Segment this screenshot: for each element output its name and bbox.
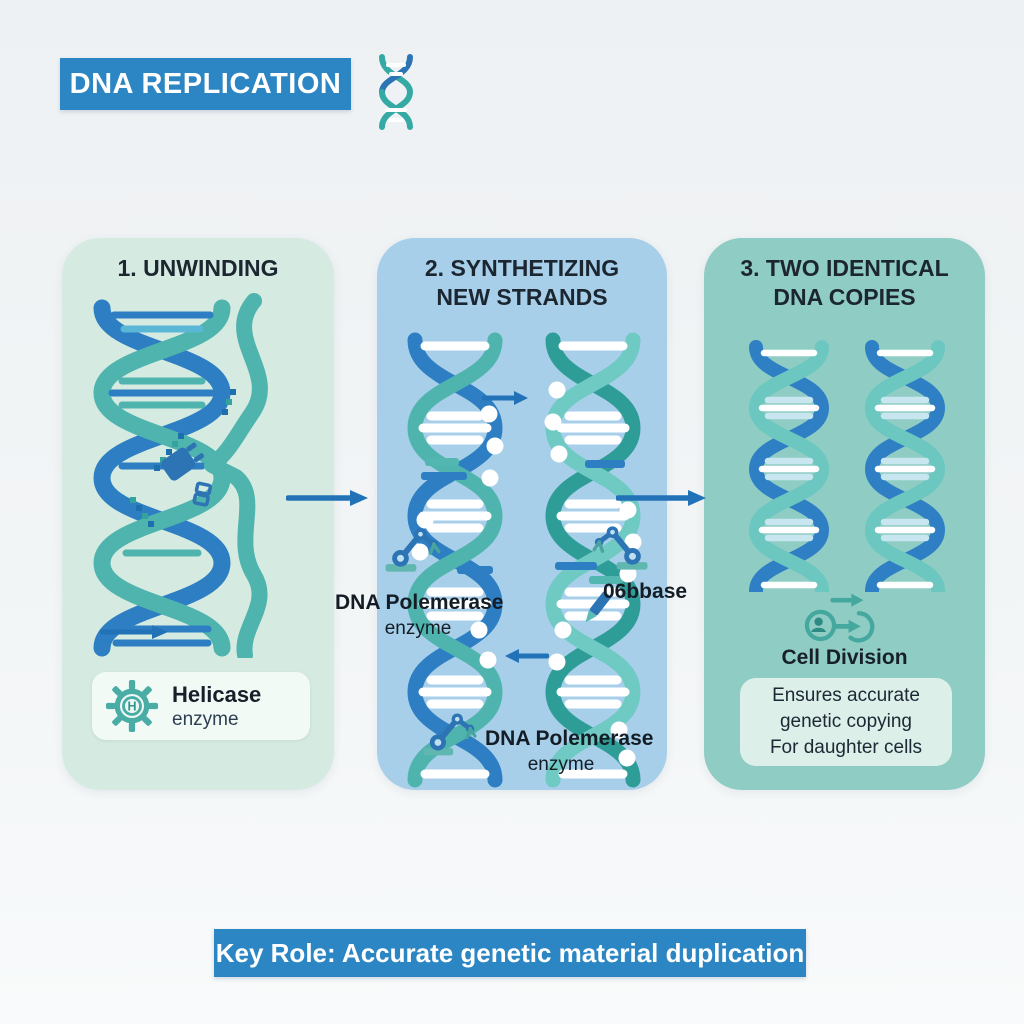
arrow-right-icon: [100, 625, 168, 639]
title-banner: DNA REPLICATION: [60, 58, 351, 110]
panel-two-copies: 3. TWO IDENTICAL DNA COPIES: [704, 238, 985, 790]
footer-banner: Key Role: Accurate genetic material dupl…: [214, 929, 806, 977]
panel1-title: 1. UNWINDING: [117, 255, 279, 281]
panel-synthetizing: 2. SYNTHETIZING NEW STRANDS: [335, 238, 687, 790]
polymerase-label-left: DNA Polemerase enzyme: [335, 591, 504, 639]
dna-copy-helix: [748, 340, 830, 592]
arrow-left-icon: [505, 649, 549, 663]
panel3-title: 3. TWO IDENTICAL DNA COPIES: [740, 255, 949, 310]
arrow-right-icon: [482, 391, 528, 405]
arrow-right-icon: [286, 490, 368, 506]
enzyme-name: Helicase: [172, 681, 262, 707]
enzyme-type: enzyme: [172, 708, 239, 730]
helicase-badge: H Helicase enzyme: [92, 672, 310, 740]
panel-unwinding: 1. UNWINDING: [62, 238, 334, 790]
robot-arm-icon: [423, 713, 477, 756]
base-label: 06bbase: [603, 580, 688, 603]
gear-letter: H: [127, 699, 136, 713]
dna-helix-icon: [379, 54, 414, 130]
dna-helix-new-strand-left: [407, 332, 504, 788]
dna-helix-new-strand-right: [544, 332, 642, 788]
dna-unwinding-illustration: [93, 293, 268, 658]
pencil-icon: [585, 591, 611, 623]
cell-division-icon: [804, 593, 875, 643]
gear-h-icon: H: [105, 679, 159, 733]
panel2-title: 2. SYNTHETIZING NEW STRANDS: [424, 255, 620, 310]
page-title: DNA REPLICATION: [69, 67, 342, 100]
cell-division-caption: Cell Division: [781, 646, 908, 669]
robot-arm-icon: [592, 526, 648, 570]
socket-icon: [192, 481, 213, 507]
daughter-cells-note: Ensures accurate genetic copying For dau…: [740, 678, 952, 766]
dna-copy-helix: [864, 340, 946, 592]
key-role-text: Key Role: Accurate genetic material dupl…: [215, 937, 805, 968]
plug-icon: [161, 442, 205, 481]
robot-arm-icon: [385, 528, 441, 572]
polymerase-label-bottom: DNA Polemerase enzyme: [485, 727, 654, 775]
arrow-right-icon: [616, 490, 706, 506]
